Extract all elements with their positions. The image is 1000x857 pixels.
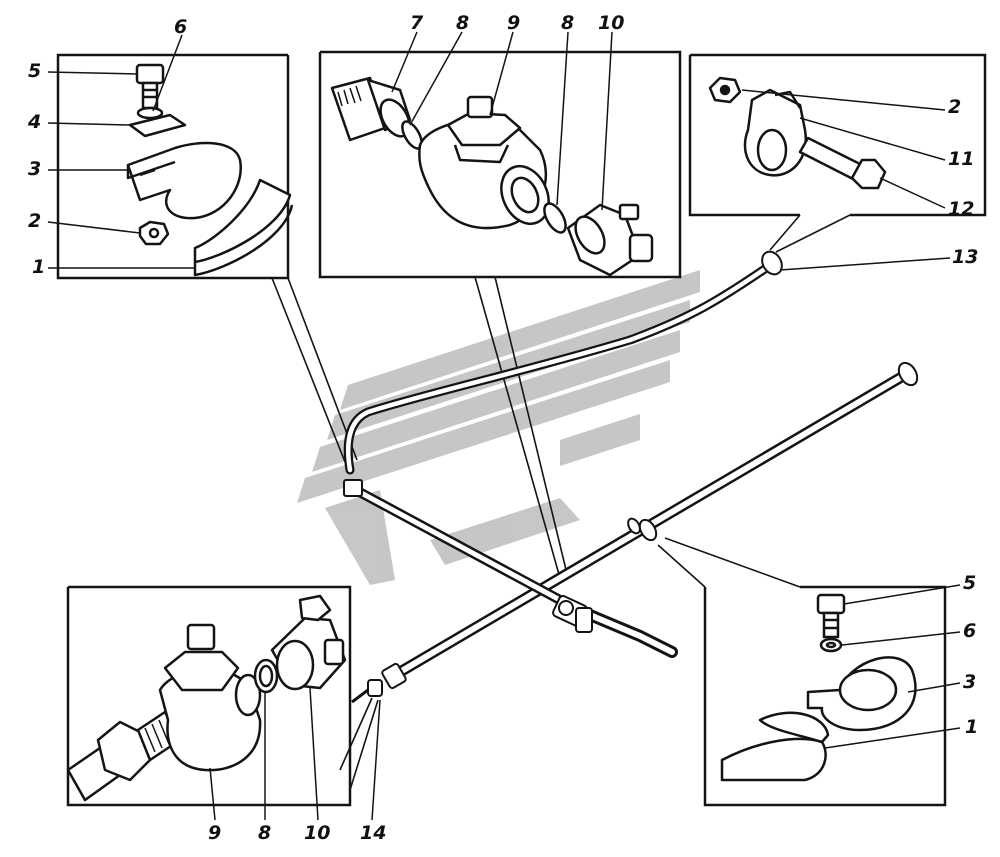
leaders-top-left — [47, 34, 195, 269]
callout-tc-8b: 8 — [561, 12, 575, 34]
frame-bottom-right — [703, 585, 947, 807]
callout-tc-7: 7 — [410, 12, 424, 34]
detail-clamp-top-left — [126, 63, 294, 277]
callout-br-6: 6 — [963, 620, 977, 642]
callout-tr-12: 12 — [948, 198, 975, 220]
frame-bottom-left — [66, 585, 352, 807]
callout-tr-2: 2 — [948, 96, 962, 118]
frame-top-right — [690, 53, 987, 217]
callout-tr-13: 13 — [952, 246, 979, 268]
frame-top-right-left — [688, 55, 800, 217]
callout-tl-5: 5 — [28, 60, 42, 82]
callout-tc-8a: 8 — [456, 12, 470, 34]
callout-tl-2: 2 — [28, 210, 42, 232]
callout-bl-9: 9 — [208, 822, 222, 844]
callout-tl-6: 6 — [174, 16, 188, 38]
callout-tc-10: 10 — [598, 12, 625, 34]
callout-tc-9: 9 — [507, 12, 521, 34]
callout-bl-14: 14 — [360, 822, 387, 844]
frame-top-left — [56, 53, 290, 280]
detail-valve-bottom-left — [66, 594, 347, 802]
callout-br-1: 1 — [965, 716, 979, 738]
callout-tl-3: 3 — [28, 158, 42, 180]
callout-br-5: 5 — [963, 572, 977, 594]
detail-clamp-bottom-right — [720, 593, 917, 782]
detail-clip-top-right — [708, 76, 887, 190]
leaders-top-center — [391, 31, 613, 211]
callout-bl-8: 8 — [258, 822, 272, 844]
callout-br-3: 3 — [963, 671, 977, 693]
callout-tl-1: 1 — [32, 256, 46, 278]
frame-leaders — [271, 214, 851, 791]
frame-top-center — [318, 50, 682, 279]
callout-tr-11: 11 — [948, 148, 975, 170]
main-pipeline — [343, 257, 916, 678]
leaders-top-right — [741, 89, 951, 271]
detail-frames — [56, 50, 987, 807]
leaders-bottom-right — [824, 584, 961, 749]
leaders-bottom-left — [209, 687, 381, 821]
pipe-fittings — [343, 250, 919, 704]
callout-bl-10: 10 — [304, 822, 331, 844]
callout-tl-4: 4 — [28, 111, 42, 133]
detail-valve-top-center — [330, 76, 654, 277]
